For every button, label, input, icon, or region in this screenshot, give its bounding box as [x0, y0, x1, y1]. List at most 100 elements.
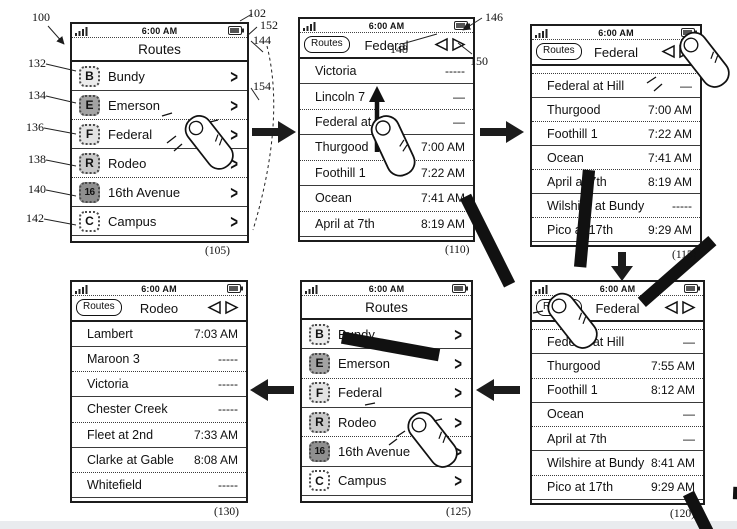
route-list-item[interactable]: E Emerson >: [302, 349, 471, 379]
stop-list-item[interactable]: April at 7th —: [532, 427, 703, 452]
stop-list-item[interactable]: Lincoln 7 —: [300, 84, 473, 110]
route-list-item[interactable]: F Federal >: [72, 120, 247, 149]
next-route-arrow-icon[interactable]: [225, 300, 239, 315]
stop-list-item[interactable]: Foothill 1 8:12 AM: [532, 379, 703, 403]
route-badge: F: [79, 123, 100, 145]
stop-list-item[interactable]: Wilshire at Bundy -----: [532, 194, 700, 218]
chevron-right-icon: >: [454, 440, 462, 463]
stop-list-item[interactable]: Lambert 7:03 AM: [72, 322, 246, 348]
stop-list-item[interactable]: Fleet at 2nd 7:33 AM: [72, 423, 246, 448]
prev-route-arrow-icon[interactable]: [664, 300, 678, 315]
nav-bar: Routes Federal: [532, 40, 700, 66]
stop-list-item[interactable]: Victoria -----: [300, 59, 473, 85]
route-list-item[interactable]: R Rodeo >: [72, 149, 247, 178]
status-bar: 6:00 AM: [72, 24, 247, 38]
stop-list-item[interactable]: April at 7th 8:19 AM: [532, 170, 700, 194]
stop-time: —: [683, 407, 695, 422]
stop-name: Thurgood: [315, 140, 369, 155]
stop-list-item[interactable]: Thurgood 7:00 AM: [532, 98, 700, 122]
route-list-item[interactable]: 16 16th Avenue >: [302, 437, 471, 467]
stop-list-item[interactable]: Federal at Hill —: [532, 74, 700, 98]
route-list-item[interactable]: B Bundy >: [72, 62, 247, 91]
route-name: Rodeo: [338, 414, 377, 430]
route-badge: 16: [309, 440, 330, 462]
phone-screen-115: 6:00 AM Routes Federal Federal at Hill —…: [530, 24, 702, 247]
stop-list-item[interactable]: Chester Creek -----: [72, 397, 246, 423]
back-button-routes[interactable]: Routes: [536, 43, 582, 60]
prev-route-arrow-icon[interactable]: [434, 37, 448, 52]
stop-list-item[interactable]: Ocean 7:41 AM: [532, 146, 700, 170]
screen-caption-105: (105): [205, 245, 230, 257]
stop-name: Victoria: [87, 377, 129, 392]
screen-caption-120: (120): [670, 508, 695, 520]
stop-list-item[interactable]: Clarke at Gable 8:08 AM: [72, 448, 246, 473]
nav-title: Federal: [593, 44, 639, 60]
ref-144: 144: [253, 33, 271, 47]
back-button-routes[interactable]: Routes: [536, 299, 582, 316]
route-list-item[interactable]: F Federal >: [302, 379, 471, 408]
route-name: Bundy: [108, 68, 145, 84]
page-title: Routes: [72, 38, 247, 62]
prev-route-arrow-icon[interactable]: [661, 44, 675, 59]
stop-list-item[interactable]: Thurgood 7:55 AM: [532, 354, 703, 379]
screen-caption-110: (110): [445, 244, 470, 256]
stop-list-item[interactable]: Ocean —: [532, 403, 703, 428]
route-name: Rodeo: [108, 155, 147, 171]
stop-list-item[interactable]: Foothill 1 7:22 AM: [532, 122, 700, 146]
status-time: 6:00 AM: [368, 20, 405, 31]
next-route-arrow-icon[interactable]: [682, 300, 696, 315]
ref-102: 102: [248, 6, 266, 20]
route-list-item[interactable]: B Bundy >: [302, 320, 471, 350]
route-list-item[interactable]: C Campus >: [72, 207, 247, 236]
stop-list-item[interactable]: Wilshire at Bundy 8:41 AM: [532, 451, 703, 476]
route-pager-arrows: [661, 44, 693, 59]
nav-bar: Routes Federal: [300, 33, 473, 59]
stop-list-item[interactable]: April at 7th 8:19 AM: [300, 212, 473, 237]
stop-time: -----: [218, 352, 238, 367]
route-list-item[interactable]: C Campus >: [302, 467, 471, 496]
stop-time: 7:22 AM: [420, 165, 465, 180]
nav-title: Federal: [364, 37, 409, 53]
stop-list-item[interactable]: Federal at Hill —: [300, 110, 473, 136]
chevron-right-icon: >: [230, 94, 238, 116]
prev-route-arrow-icon[interactable]: [207, 300, 221, 315]
stop-time: 7:41 AM: [420, 191, 465, 206]
scrolled-row-strip: [532, 322, 703, 330]
battery-icon: [454, 21, 470, 30]
route-name: 16th Avenue: [338, 443, 411, 459]
next-route-arrow-icon[interactable]: [679, 44, 693, 59]
status-time: 6:00 AM: [368, 283, 405, 294]
ref-146: 146: [485, 10, 503, 24]
battery-icon: [452, 284, 468, 293]
flow-arrow-105-to-110: [252, 121, 296, 143]
route-badge: E: [79, 94, 100, 116]
ref-148: 148: [390, 42, 408, 56]
stop-list-item[interactable]: Whitefield -----: [72, 473, 246, 498]
scroll-region-dashed-line: [252, 45, 275, 231]
back-button-routes[interactable]: Routes: [304, 36, 350, 53]
ref-132: 132: [28, 56, 46, 70]
stop-time: 9:29 AM: [650, 480, 695, 495]
stop-list-item[interactable]: Maroon 3 -----: [72, 347, 246, 373]
nav-bar: Routes Federal: [532, 296, 703, 322]
stop-list-item[interactable]: Ocean 7:41 AM: [300, 186, 473, 212]
route-pager-arrows: [664, 300, 696, 315]
stop-list-item[interactable]: Victoria -----: [72, 372, 246, 398]
next-route-arrow-icon[interactable]: [452, 37, 466, 52]
status-bar: 6:00 AM: [300, 19, 473, 33]
chevron-right-icon: >: [454, 469, 462, 492]
route-badge: F: [309, 382, 330, 404]
route-list-item[interactable]: R Rodeo >: [302, 408, 471, 438]
stop-list-item[interactable]: Thurgood 7:00 AM: [300, 135, 473, 161]
route-name: Campus: [338, 473, 387, 489]
stop-list-item[interactable]: Pico at 17th 9:29 AM: [532, 218, 700, 242]
stop-list-item[interactable]: Foothill 1 7:22 AM: [300, 161, 473, 187]
route-list-item[interactable]: 16 16th Avenue >: [72, 178, 247, 207]
route-name: Bundy: [338, 326, 375, 342]
stop-list-item[interactable]: Federal at Hill —: [532, 330, 703, 355]
signal-icon: [75, 284, 88, 294]
stop-list-item[interactable]: Pico at 17th 9:29 AM: [532, 476, 703, 500]
route-badge: R: [79, 152, 100, 174]
route-list-item[interactable]: E Emerson >: [72, 91, 247, 120]
back-button-routes[interactable]: Routes: [76, 299, 122, 316]
